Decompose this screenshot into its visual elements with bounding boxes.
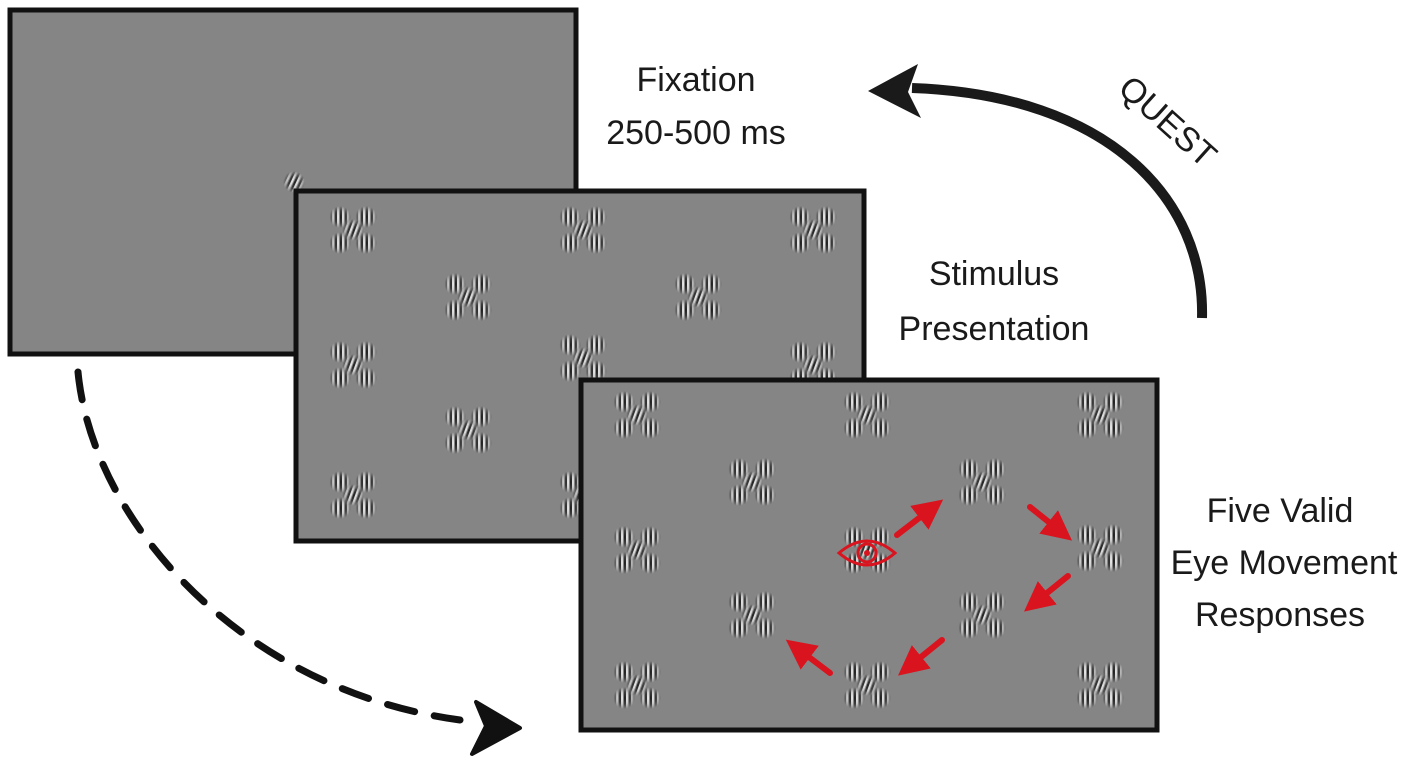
saccade-arrow-5 bbox=[785, 639, 833, 676]
dashed-sequence-arrow bbox=[74, 368, 522, 756]
stimulus-label-line1: Stimulus bbox=[929, 255, 1059, 293]
saccade-arrow-1 bbox=[894, 499, 944, 538]
response-label-line3: Responses bbox=[1195, 596, 1365, 634]
response-screen bbox=[578, 377, 1160, 733]
quest-loop-arrow bbox=[868, 64, 1208, 319]
saccade-arrow-3 bbox=[1024, 573, 1071, 612]
eye-icon bbox=[836, 539, 898, 567]
stimulus-label-line2: Presentation bbox=[899, 310, 1090, 348]
saccade-arrow-4 bbox=[898, 637, 945, 676]
fixation-label-line2: 250-500 ms bbox=[606, 114, 786, 152]
response-label-line1: Five Valid bbox=[1207, 492, 1354, 530]
fixation-label-line1: Fixation bbox=[636, 61, 755, 99]
response-label-line2: Eye Movement bbox=[1171, 544, 1398, 582]
saccade-arrow-2 bbox=[1027, 504, 1073, 541]
saccade-arrows bbox=[785, 499, 1073, 676]
